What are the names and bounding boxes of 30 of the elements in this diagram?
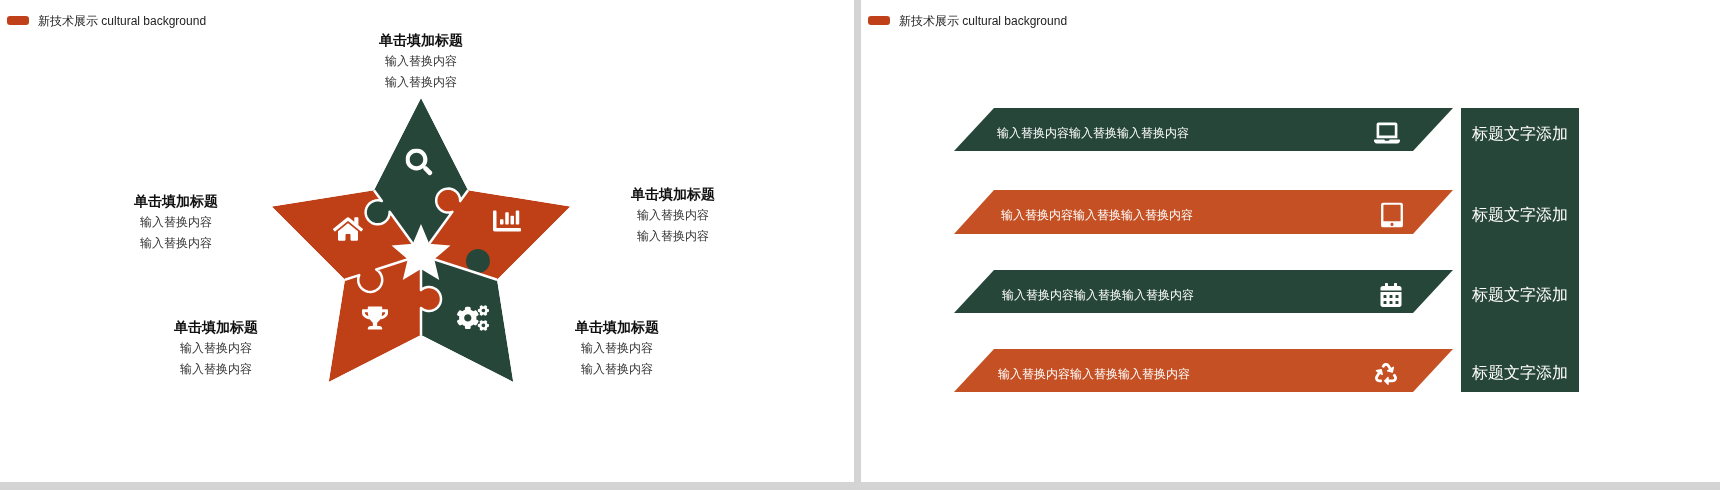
body-text: 输入替换内容 [581,341,653,356]
heading-text: 单击填加标题 [134,192,218,211]
body-text: 输入替换内容 [385,54,457,69]
banner-text: 输入替换内容输入替换输入替换内容 [997,125,1189,141]
banner-text: 输入替换内容输入替换输入替换内容 [1002,287,1194,303]
panel-title: 标题文字添加 [1472,363,1568,383]
heading-text: 单击填加标题 [174,318,258,337]
body-text: 输入替换内容 [637,208,709,223]
parallelogram-banner [954,190,1453,234]
heading-text: 单击填加标题 [575,318,659,337]
panel-title: 标题文字添加 [1472,285,1568,305]
banner-text: 输入替换内容输入替换输入替换内容 [998,366,1190,382]
parallelogram-banner [954,108,1453,151]
body-text: 输入替换内容 [180,341,252,356]
panel-title: 标题文字添加 [1472,124,1568,144]
body-text: 输入替换内容 [637,229,709,244]
body-text: 输入替换内容 [385,75,457,90]
heading-text: 单击填加标题 [631,185,715,204]
parallelogram-banner [954,349,1453,392]
body-text: 输入替换内容 [140,215,212,230]
panel-title: 标题文字添加 [1472,205,1568,225]
banner-text: 输入替换内容输入替换输入替换内容 [1001,208,1193,223]
body-text: 输入替换内容 [140,236,212,251]
body-text: 输入替换内容 [581,362,653,377]
body-text: 输入替换内容 [180,362,252,377]
parallelogram-banner [954,270,1453,313]
title-panel [1461,108,1579,392]
heading-text: 单击填加标题 [379,31,463,50]
header-text: 新技术展示 cultural background [38,13,207,29]
header-text: 新技术展示 cultural background [899,13,1068,29]
